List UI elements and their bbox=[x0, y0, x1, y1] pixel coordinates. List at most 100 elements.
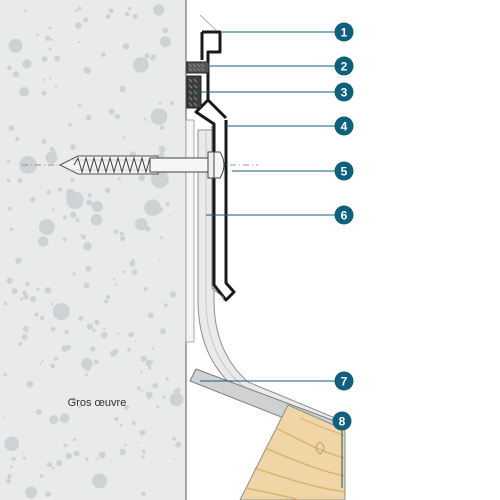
aggregate-dot bbox=[152, 382, 158, 389]
aggregate-dot bbox=[141, 491, 146, 496]
aggregate-dot bbox=[104, 187, 110, 193]
aggregate-dot bbox=[39, 474, 44, 478]
aggregate-dot bbox=[143, 287, 148, 291]
callout-4: 4 bbox=[334, 116, 354, 136]
aggregate-dot bbox=[162, 395, 166, 399]
callout-4-label: 4 bbox=[341, 120, 348, 134]
aggregate-dot bbox=[104, 299, 109, 304]
aggregate-dot bbox=[65, 188, 75, 198]
aggregate-dot bbox=[79, 233, 82, 236]
aggregate-dot bbox=[144, 53, 150, 59]
aggregate-dot bbox=[3, 301, 8, 306]
aggregate-dot bbox=[48, 26, 52, 30]
aggregate-dot bbox=[9, 227, 14, 232]
aggregate-dot bbox=[84, 373, 88, 377]
aggregate-dot bbox=[22, 59, 32, 69]
aggregate-dot bbox=[129, 260, 136, 267]
aggregate-dot bbox=[45, 491, 52, 497]
aggregate-dot bbox=[23, 294, 29, 300]
aggregate-dot bbox=[41, 139, 47, 144]
aggregate-dot bbox=[94, 319, 100, 325]
aggregate-dot bbox=[163, 303, 168, 308]
aggregate-dot bbox=[101, 52, 106, 58]
aggregate-dot bbox=[141, 449, 146, 454]
aggregate-dot bbox=[169, 291, 177, 298]
aggregate-dot bbox=[133, 57, 149, 73]
wooden-batten bbox=[239, 404, 346, 500]
aggregate-dot bbox=[7, 206, 12, 211]
aggregate-dot bbox=[156, 206, 163, 213]
aggregate-dot bbox=[50, 326, 56, 332]
aggregate-dot bbox=[81, 358, 93, 370]
aggregate-dot bbox=[7, 473, 12, 479]
aggregate-dot bbox=[57, 187, 63, 192]
aggregate-dot bbox=[70, 144, 76, 150]
aggregate-dot bbox=[108, 8, 114, 14]
aggregate-dot bbox=[145, 359, 152, 367]
aggregate-dot bbox=[22, 325, 29, 332]
aggregate-dot bbox=[94, 359, 99, 365]
aggregate-dot bbox=[124, 404, 130, 410]
thread-line bbox=[73, 156, 151, 174]
aggregate-dot bbox=[75, 22, 82, 29]
metal-profile bbox=[194, 30, 236, 302]
aggregate-dot bbox=[165, 377, 170, 381]
aggregate-dot bbox=[22, 290, 27, 296]
wall-label: Gros œuvre bbox=[68, 397, 127, 409]
aggregate-dot bbox=[139, 429, 146, 436]
aggregate-dot bbox=[51, 466, 55, 470]
aggregate-dot bbox=[114, 113, 121, 120]
aggregate-dot bbox=[17, 177, 23, 184]
aggregate-dot bbox=[135, 217, 148, 231]
aggregate-dot bbox=[7, 65, 12, 71]
aggregate-dot bbox=[54, 55, 60, 62]
aggregate-dot bbox=[25, 282, 30, 287]
aggregate-dot bbox=[15, 257, 22, 264]
aggregate-dot bbox=[29, 295, 37, 303]
aggregate-dot bbox=[92, 328, 96, 333]
aggregate-dot bbox=[9, 465, 13, 469]
aggregate-dot bbox=[131, 269, 138, 275]
callout-8-label: 8 bbox=[339, 415, 346, 429]
aggregate-dot bbox=[83, 242, 92, 251]
aggregate-dot bbox=[41, 359, 44, 362]
aggregate-dot bbox=[146, 391, 153, 399]
aggregate-dot bbox=[22, 456, 26, 460]
aggregate-dot bbox=[131, 420, 136, 426]
aggregate-dot bbox=[91, 200, 104, 213]
aggregate-dot bbox=[40, 315, 45, 320]
aggregate-dot bbox=[44, 287, 52, 294]
sealing-cord bbox=[186, 75, 202, 109]
aggregate-dot bbox=[119, 85, 126, 93]
aggregate-dot bbox=[36, 409, 42, 416]
aggregate-dot bbox=[46, 461, 52, 468]
aggregate-dot bbox=[61, 345, 68, 352]
aggregate-dot bbox=[137, 441, 139, 444]
aggregate-dot bbox=[46, 190, 51, 195]
aggregate-dot bbox=[13, 71, 19, 78]
aggregate-dot bbox=[105, 14, 111, 20]
aggregate-dot bbox=[143, 117, 147, 121]
aggregate-dot bbox=[63, 443, 68, 448]
aggregate-dot bbox=[173, 458, 175, 460]
callout-1: 1 bbox=[334, 22, 354, 42]
aggregate-dot bbox=[138, 174, 146, 182]
aggregate-dot bbox=[50, 38, 54, 42]
aggregate-dot bbox=[4, 416, 6, 419]
aggregate-dot bbox=[169, 101, 175, 106]
aggregate-dot bbox=[6, 159, 11, 164]
aggregate-dot bbox=[83, 67, 90, 73]
aggregate-dot bbox=[172, 437, 177, 441]
aggregate-dot bbox=[77, 103, 82, 108]
aggregate-dot bbox=[42, 78, 45, 82]
aggregate-dot bbox=[73, 450, 80, 457]
aggregate-dot bbox=[15, 136, 20, 142]
aggregate-dot bbox=[62, 215, 67, 220]
aggregate-dot bbox=[50, 302, 54, 306]
aggregate-dot bbox=[150, 108, 168, 125]
aggregate-dot bbox=[96, 457, 99, 460]
aggregate-dot bbox=[59, 413, 70, 424]
screw-anchor bbox=[22, 151, 258, 179]
aggregate-dot bbox=[173, 388, 180, 395]
aggregate-dot bbox=[11, 288, 18, 295]
